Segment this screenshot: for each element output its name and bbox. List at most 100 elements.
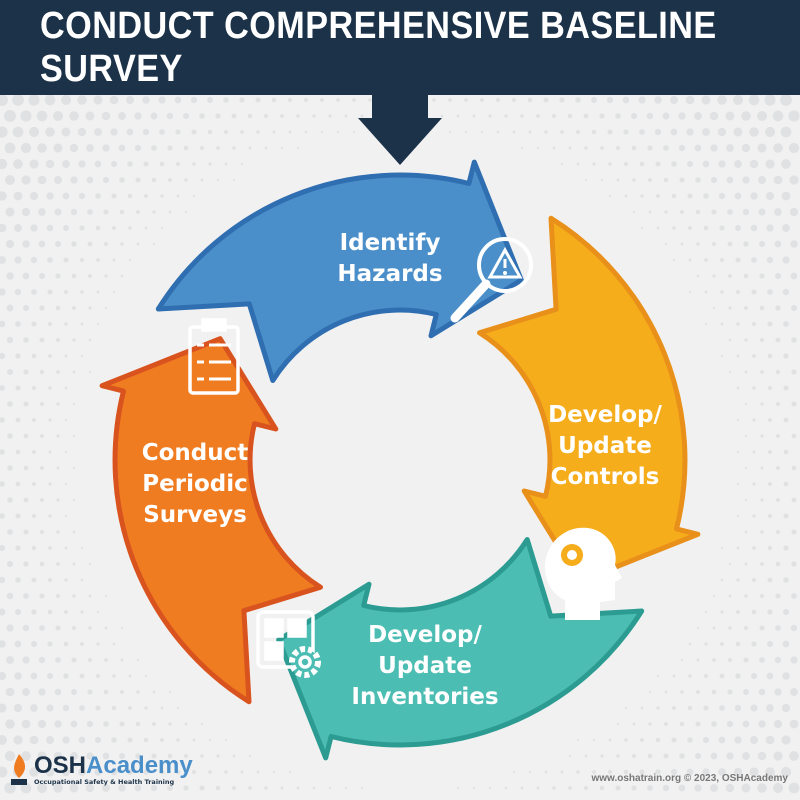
bg-dot bbox=[678, 112, 686, 120]
bg-dot bbox=[207, 129, 213, 135]
bg-dot bbox=[600, 754, 604, 758]
bg-dot bbox=[13, 159, 23, 169]
bg-dot bbox=[0, 671, 7, 681]
bg-dot bbox=[215, 785, 221, 791]
bg-dot bbox=[143, 161, 149, 167]
bg-dot bbox=[0, 417, 5, 423]
bg-dot bbox=[272, 130, 276, 134]
bg-dot bbox=[624, 194, 628, 198]
bg-dot bbox=[768, 450, 772, 454]
bg-dot bbox=[591, 129, 597, 135]
bg-dot bbox=[255, 97, 261, 103]
bg-dot bbox=[764, 94, 776, 106]
bg-dot bbox=[6, 592, 14, 600]
bg-dot bbox=[6, 656, 14, 664]
bg-dot bbox=[766, 704, 774, 712]
bg-dot bbox=[69, 111, 79, 121]
cycle-arrow-0 bbox=[155, 159, 524, 383]
bg-dot bbox=[104, 658, 108, 662]
bg-dot bbox=[782, 224, 790, 232]
bg-dot bbox=[46, 704, 54, 712]
bg-dot bbox=[191, 129, 197, 135]
bg-dot bbox=[15, 449, 21, 455]
bg-dot bbox=[751, 641, 757, 647]
bg-dot bbox=[735, 257, 741, 263]
bg-dot bbox=[192, 162, 196, 166]
bg-dot bbox=[710, 784, 718, 792]
bg-dot bbox=[780, 126, 792, 138]
bg-dot bbox=[96, 642, 100, 646]
bg-dot bbox=[709, 111, 719, 121]
bg-dot bbox=[224, 738, 228, 742]
bg-dot bbox=[680, 690, 684, 694]
bg-dot bbox=[791, 433, 797, 439]
bg-dot bbox=[14, 224, 22, 232]
bg-dot bbox=[704, 290, 708, 294]
bg-dot bbox=[46, 192, 54, 200]
bg-dot bbox=[576, 162, 580, 166]
bg-dot bbox=[36, 110, 48, 122]
bg-dot bbox=[654, 128, 662, 136]
bg-dot bbox=[718, 192, 726, 200]
bg-dot bbox=[86, 720, 94, 728]
bg-dot bbox=[69, 783, 79, 793]
bg-dot bbox=[103, 721, 109, 727]
bg-dot bbox=[544, 130, 548, 134]
bg-dot bbox=[94, 736, 102, 744]
bg-dot bbox=[725, 783, 735, 793]
bg-dot bbox=[56, 370, 60, 374]
bg-dot bbox=[5, 175, 15, 185]
bg-dot bbox=[767, 545, 773, 551]
bg-dot bbox=[29, 735, 39, 745]
bg-dot bbox=[112, 674, 116, 678]
bg-dot bbox=[21, 175, 31, 185]
bg-dot bbox=[28, 94, 40, 106]
bg-dot bbox=[4, 782, 16, 794]
bg-dot bbox=[789, 207, 799, 217]
bg-dot bbox=[655, 769, 661, 775]
bg-dot bbox=[616, 754, 620, 758]
bg-dot bbox=[736, 450, 740, 454]
bg-dot bbox=[752, 450, 756, 454]
bg-dot bbox=[775, 305, 781, 311]
bg-dot bbox=[631, 145, 637, 151]
bg-dot bbox=[224, 162, 228, 166]
bg-dot bbox=[464, 130, 468, 134]
bg-dot bbox=[23, 337, 29, 343]
bg-dot bbox=[781, 191, 791, 201]
bg-dot bbox=[757, 143, 767, 153]
bg-dot bbox=[703, 673, 709, 679]
bg-dot bbox=[756, 110, 768, 122]
bg-dot bbox=[496, 130, 500, 134]
bg-dot bbox=[584, 178, 588, 182]
bg-dot bbox=[160, 706, 164, 710]
bg-dot bbox=[648, 722, 652, 726]
bg-dot bbox=[679, 721, 685, 727]
bg-dot bbox=[728, 370, 732, 374]
bg-dot bbox=[80, 642, 84, 646]
bg-dot bbox=[710, 176, 718, 184]
bg-dot bbox=[48, 354, 52, 358]
bg-dot bbox=[15, 353, 21, 359]
bg-dot bbox=[199, 145, 205, 151]
bg-dot bbox=[15, 417, 21, 423]
bg-dot bbox=[120, 658, 124, 662]
down-arrow bbox=[358, 90, 442, 165]
bg-dot bbox=[135, 721, 141, 727]
bg-dot bbox=[703, 705, 709, 711]
bg-dot bbox=[62, 192, 70, 200]
bg-dot bbox=[368, 98, 372, 102]
bg-dot bbox=[591, 97, 597, 103]
bg-dot bbox=[135, 753, 141, 759]
bg-dot bbox=[736, 514, 740, 518]
bg-dot bbox=[160, 738, 164, 742]
bg-dot bbox=[312, 114, 316, 118]
bg-dot bbox=[759, 625, 765, 631]
bg-dot bbox=[158, 96, 166, 104]
bg-dot bbox=[616, 178, 620, 182]
bg-dot bbox=[720, 546, 724, 550]
bg-dot bbox=[647, 145, 653, 151]
bg-dot bbox=[776, 434, 780, 438]
bg-dot bbox=[112, 226, 116, 230]
bg-dot bbox=[72, 402, 76, 406]
